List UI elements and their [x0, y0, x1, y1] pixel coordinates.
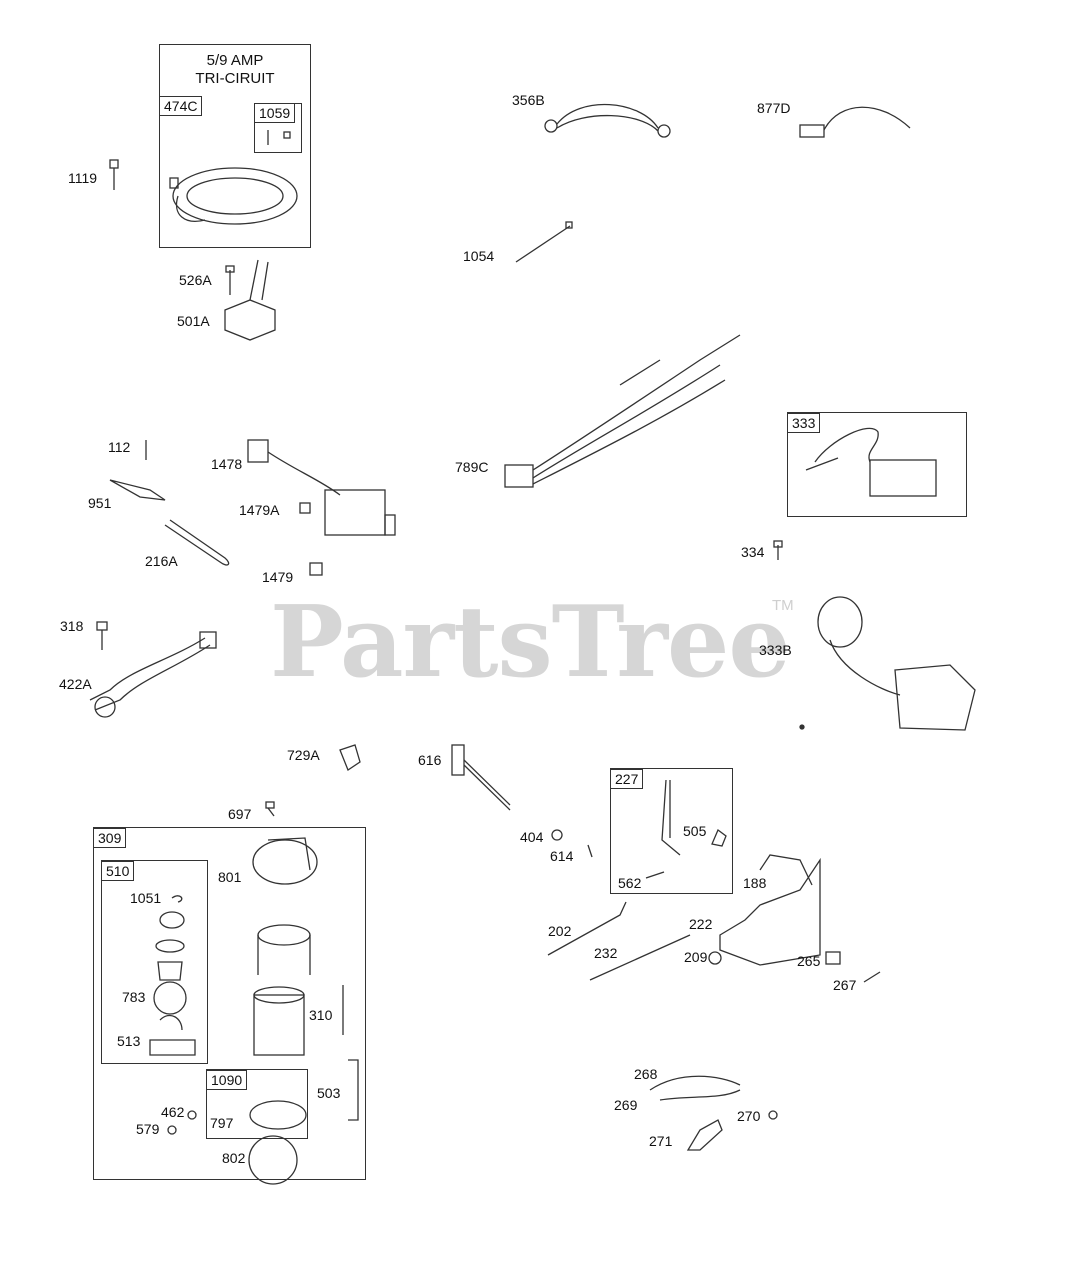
brush-box-1090 [206, 1069, 308, 1139]
part-label[interactable]: 616 [418, 752, 442, 768]
screw-334-part [773, 540, 783, 560]
regulator-part [224, 259, 276, 341]
part-label[interactable]: 802 [222, 1150, 246, 1166]
box-tag-333[interactable]: 333 [787, 413, 821, 433]
part-label[interactable]: 333B [759, 642, 792, 658]
part-label[interactable]: 188 [743, 875, 767, 891]
screw-697-part [265, 801, 275, 817]
part-label[interactable]: 951 [88, 495, 112, 511]
box-tag-510[interactable]: 510 [101, 861, 135, 881]
part-label[interactable]: 505 [683, 823, 707, 839]
fastener-1059-part [267, 130, 291, 145]
part-label[interactable]: 501A [177, 313, 210, 329]
stator-amp-title: 5/9 AMP TRI-CIRUIT [165, 52, 305, 88]
part-label[interactable]: 503 [317, 1085, 341, 1101]
ground-strap-part [544, 103, 671, 138]
clip-part [339, 744, 361, 771]
stator-box [159, 44, 311, 248]
part-label[interactable]: 877D [757, 100, 791, 116]
stator-amp-line2: TRI-CIRUIT [195, 70, 275, 87]
part-label[interactable]: 209 [684, 949, 708, 965]
wire-877D-part [799, 106, 911, 138]
starter-cable-part [89, 621, 217, 718]
part-label[interactable]: 270 [737, 1108, 761, 1124]
lever-box-227 [610, 768, 733, 894]
drive-box-510 [101, 860, 208, 1064]
part-label[interactable]: 789C [455, 459, 489, 475]
part-label[interactable]: 1479 [262, 569, 294, 585]
part-label[interactable]: 1054 [463, 248, 495, 264]
part-label[interactable]: 797 [210, 1115, 234, 1131]
part-label[interactable]: 112 [108, 439, 131, 455]
part-label[interactable]: 579 [136, 1121, 160, 1137]
stator-part [169, 167, 298, 225]
part-label[interactable]: 697 [228, 806, 252, 822]
part-label[interactable]: 202 [548, 923, 572, 939]
part-label[interactable]: 310 [309, 1007, 333, 1023]
part-label[interactable]: 271 [649, 1133, 673, 1149]
part-label[interactable]: 783 [122, 989, 146, 1005]
box-tag-1090[interactable]: 1090 [206, 1070, 248, 1090]
drive-assembly-parts [149, 895, 197, 1135]
starter-box-309 [93, 827, 366, 1180]
part-label[interactable]: 1051 [130, 890, 162, 906]
governor-linkage-parts [547, 854, 881, 983]
part-label[interactable]: 562 [618, 875, 642, 891]
trademark-symbol: TM [772, 597, 794, 614]
cable-tie-part [515, 221, 573, 263]
part-label[interactable]: 216A [145, 553, 178, 569]
ignition-box-333 [787, 412, 967, 517]
screw-1119-part [109, 159, 119, 190]
starter-motor-parts [248, 837, 359, 1185]
part-label[interactable]: 1478 [211, 456, 243, 472]
part-label[interactable]: 222 [689, 916, 713, 932]
box-tag-1059[interactable]: 1059 [254, 103, 296, 123]
part-label[interactable]: 526A [179, 272, 212, 288]
part-label[interactable]: 268 [634, 1066, 658, 1082]
part-label[interactable]: 1479A [239, 502, 280, 518]
part-label[interactable]: 334 [741, 544, 765, 560]
throttle-cable-parts [649, 1075, 778, 1151]
part-label[interactable]: 801 [218, 869, 242, 885]
part-label[interactable]: 513 [117, 1033, 141, 1049]
part-label[interactable]: 265 [797, 953, 821, 969]
ignition-module-part [817, 596, 976, 731]
part-label[interactable]: 1119 [68, 170, 98, 186]
part-label[interactable]: 422A [59, 676, 92, 692]
part-label[interactable]: 614 [550, 848, 574, 864]
box-tag-309[interactable]: 309 [93, 828, 127, 848]
part-label[interactable]: 232 [594, 945, 618, 961]
part-label[interactable]: 267 [833, 977, 857, 993]
solenoid-parts [109, 439, 396, 576]
box-tag-474c[interactable]: 474C [159, 96, 203, 116]
part-label[interactable]: 462 [161, 1104, 185, 1120]
stator-amp-line1: 5/9 AMP [206, 52, 264, 69]
box-tag-227[interactable]: 227 [610, 769, 644, 789]
parts-tree-watermark: PartsTree [270, 585, 791, 700]
part-label[interactable]: 269 [614, 1097, 638, 1113]
governor-lever-part [645, 779, 727, 879]
part-label[interactable]: 356B [512, 92, 545, 108]
governor-shaft-part [451, 744, 593, 858]
part-label[interactable]: 318 [60, 618, 84, 634]
wiring-harness-part [504, 334, 741, 488]
part-label[interactable]: 404 [520, 829, 544, 845]
part-label[interactable]: 729A [287, 747, 320, 763]
ignition-coil-part [805, 427, 937, 497]
